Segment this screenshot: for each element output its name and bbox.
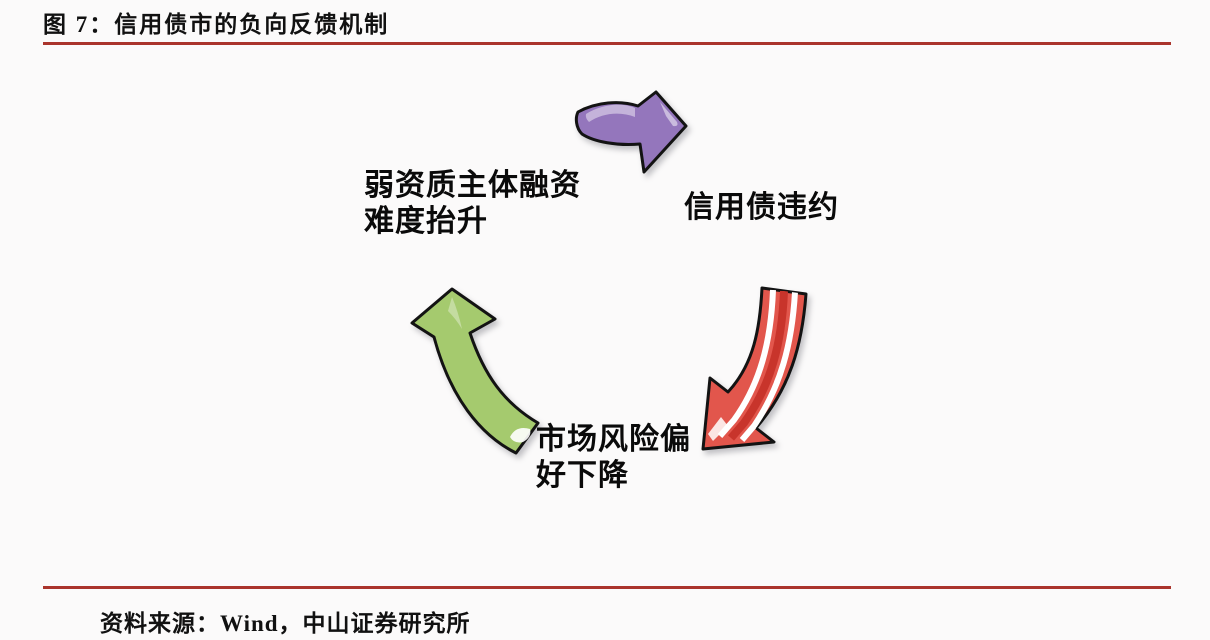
node-weak-issuer-financing: 弱资质主体融资 难度抬升 [364,168,581,240]
top-rule-divider [43,42,1171,45]
cycle-arrow-red-icon [701,286,808,451]
cycle-arrow-green-icon [410,287,540,455]
node-line: 弱资质主体融资 [364,169,581,202]
cycle-arrow-purple-icon [574,90,688,174]
node-line: 好下降 [536,459,629,492]
node-credit-bond-default: 信用债违约 [684,190,839,226]
figure-title: 图 7：信用债市的负向反馈机制 [43,12,390,37]
node-line: 市场风险偏 [536,423,691,456]
bottom-rule-divider [43,586,1171,589]
node-line: 信用债违约 [684,191,839,224]
data-source-note: 资料来源：Wind，中山证券研究所 [100,611,471,636]
node-line: 难度抬升 [364,205,488,238]
node-market-risk-appetite: 市场风险偏 好下降 [536,422,691,494]
